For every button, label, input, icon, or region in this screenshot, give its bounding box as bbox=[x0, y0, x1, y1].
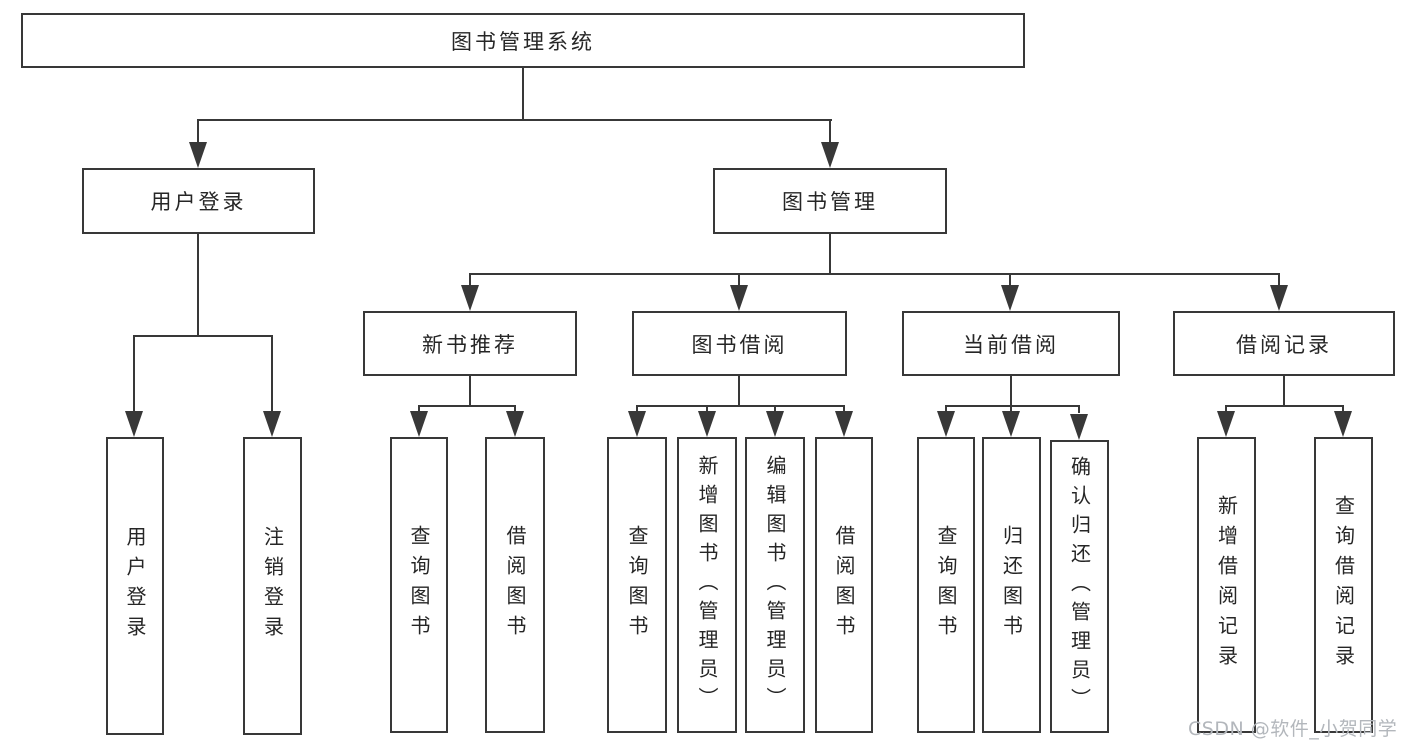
connector-line bbox=[133, 335, 135, 413]
connector-line bbox=[1278, 273, 1280, 287]
arrow-down-icon bbox=[125, 411, 143, 437]
connector-line bbox=[843, 405, 845, 413]
arrow-down-icon bbox=[1001, 285, 1019, 311]
connector-line bbox=[706, 405, 708, 413]
leaf-return-book: 归还图书 bbox=[982, 437, 1041, 733]
arrow-down-icon bbox=[1270, 285, 1288, 311]
connector-line bbox=[1225, 405, 1344, 407]
arrow-down-icon bbox=[628, 411, 646, 437]
leaf-query-book: 查询图书 bbox=[607, 437, 667, 733]
arrow-down-icon bbox=[766, 411, 784, 437]
connector-line bbox=[469, 273, 1280, 275]
connector-line bbox=[829, 234, 831, 275]
node-library-management-system: 图书管理系统 bbox=[21, 13, 1025, 68]
arrow-down-icon bbox=[698, 411, 716, 437]
arrow-down-icon bbox=[461, 285, 479, 311]
arrow-down-icon bbox=[730, 285, 748, 311]
connector-line bbox=[197, 234, 199, 337]
arrow-down-icon bbox=[835, 411, 853, 437]
node-new-book-recommend: 新书推荐 bbox=[363, 311, 577, 376]
leaf-logout: 注销登录 bbox=[243, 437, 302, 735]
arrow-down-icon bbox=[410, 411, 428, 437]
connector-line bbox=[271, 335, 273, 413]
connector-line bbox=[418, 405, 420, 413]
connector-line bbox=[1342, 405, 1344, 413]
arrow-down-icon bbox=[189, 142, 207, 168]
arrow-down-icon bbox=[1334, 411, 1352, 437]
leaf-query-book-recommend: 查询图书 bbox=[390, 437, 448, 733]
arrow-down-icon bbox=[506, 411, 524, 437]
arrow-down-icon bbox=[1002, 411, 1020, 437]
node-borrowing-records: 借阅记录 bbox=[1173, 311, 1395, 376]
connector-line bbox=[469, 376, 471, 407]
connector-line bbox=[1225, 405, 1227, 413]
connector-line bbox=[514, 405, 516, 413]
leaf-borrow-book-recommend: 借阅图书 bbox=[485, 437, 545, 733]
node-book-management: 图书管理 bbox=[713, 168, 947, 234]
connector-line bbox=[738, 376, 740, 407]
connector-line bbox=[738, 273, 740, 287]
connector-line bbox=[469, 273, 471, 287]
connector-line bbox=[1283, 376, 1285, 407]
leaf-edit-book-admin: 编辑图书（管理员） bbox=[745, 437, 805, 733]
connector-line bbox=[418, 405, 516, 407]
watermark: CSDN @软件_小贺同学 bbox=[1188, 718, 1398, 740]
connector-line bbox=[636, 405, 845, 407]
leaf-borrow-book: 借阅图书 bbox=[815, 437, 873, 733]
leaf-add-borrow-record: 新增借阅记录 bbox=[1197, 437, 1256, 733]
node-current-borrowing: 当前借阅 bbox=[902, 311, 1120, 376]
arrow-down-icon bbox=[1070, 414, 1088, 440]
connector-line bbox=[197, 119, 199, 144]
connector-line bbox=[197, 119, 832, 121]
connector-line bbox=[774, 405, 776, 413]
connector-line bbox=[1078, 405, 1080, 413]
leaf-query-current-book: 查询图书 bbox=[917, 437, 975, 733]
leaf-user-login: 用户登录 bbox=[106, 437, 164, 735]
connector-line bbox=[522, 68, 524, 119]
node-book-borrowing: 图书借阅 bbox=[632, 311, 847, 376]
arrow-down-icon bbox=[263, 411, 281, 437]
arrow-down-icon bbox=[1217, 411, 1235, 437]
node-user-login: 用户登录 bbox=[82, 168, 315, 234]
connector-line bbox=[945, 405, 1080, 407]
connector-line bbox=[1010, 374, 1012, 407]
leaf-add-book-admin: 新增图书（管理员） bbox=[677, 437, 737, 733]
connector-line bbox=[1010, 405, 1012, 413]
connector-line bbox=[133, 335, 273, 337]
connector-line bbox=[945, 405, 947, 413]
leaf-confirm-return-admin: 确认归还（管理员） bbox=[1050, 440, 1109, 733]
arrow-down-icon bbox=[821, 142, 839, 168]
leaf-query-borrow-record: 查询借阅记录 bbox=[1314, 437, 1373, 733]
connector-line bbox=[829, 119, 831, 144]
arrow-down-icon bbox=[937, 411, 955, 437]
connector-line bbox=[636, 405, 638, 413]
connector-line bbox=[1009, 273, 1011, 287]
